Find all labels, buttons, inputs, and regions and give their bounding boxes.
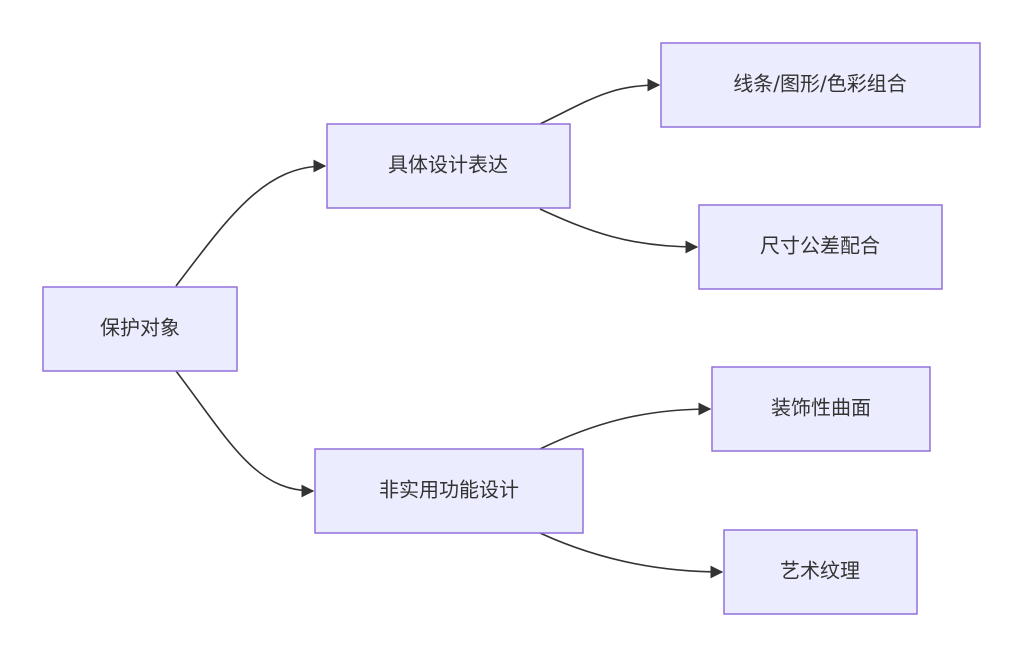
node-lines-label: 线条/图形/色彩组合	[733, 72, 906, 96]
node-root-label: 保护对象	[100, 316, 180, 340]
edge-concrete-to-size	[539, 208, 699, 254]
node-root: 保护对象	[42, 286, 238, 372]
node-texture-label: 艺术纹理	[780, 559, 860, 583]
edge-root-to-concrete	[175, 159, 327, 287]
node-surface-label: 装饰性曲面	[771, 396, 871, 420]
node-lines: 线条/图形/色彩组合	[660, 42, 981, 128]
node-lines-box	[660, 42, 981, 128]
edge-nonfunc-to-surface	[539, 402, 712, 450]
node-concrete: 具体设计表达	[326, 123, 571, 209]
node-nonfunc-box	[314, 448, 584, 534]
node-surface-box	[711, 366, 931, 452]
node-concrete-box	[326, 123, 571, 209]
node-texture-box	[723, 529, 918, 615]
edge-nonfunc-to-texture	[539, 532, 724, 579]
node-surface: 装饰性曲面	[711, 366, 931, 452]
edges	[175, 78, 724, 579]
node-size: 尺寸公差配合	[698, 204, 943, 290]
edge-concrete-to-lines	[539, 78, 661, 125]
node-size-box	[698, 204, 943, 290]
node-size-label: 尺寸公差配合	[760, 234, 880, 258]
node-nonfunc: 非实用功能设计	[314, 448, 584, 534]
node-texture: 艺术纹理	[723, 529, 918, 615]
node-nonfunc-label: 非实用功能设计	[379, 478, 519, 502]
node-concrete-label: 具体设计表达	[388, 153, 508, 177]
node-root-box	[42, 286, 238, 372]
edge-root-to-nonfunc	[175, 370, 315, 498]
